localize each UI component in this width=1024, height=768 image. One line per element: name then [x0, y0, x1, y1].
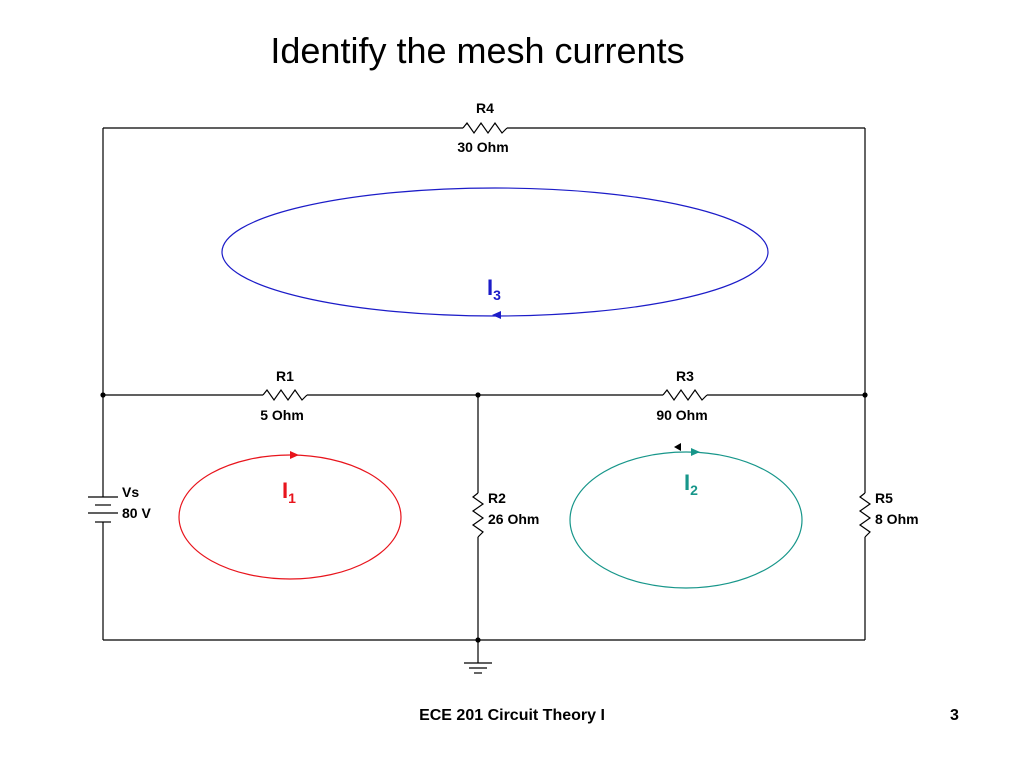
mesh-loop-i2 — [569, 451, 803, 589]
r2-resistor-symbol — [471, 492, 485, 538]
ground-icon — [464, 662, 492, 674]
r2-value-label: 26 Ohm — [488, 511, 539, 527]
page-number: 3 — [950, 707, 959, 724]
r4-resistor-symbol — [462, 121, 508, 135]
vs-name-label: Vs — [122, 484, 139, 500]
vs-value-label: 80 V — [122, 505, 151, 521]
i1-direction-arrow — [290, 451, 299, 459]
i3-subscript: 3 — [493, 287, 501, 303]
r3-value-label: 90 Ohm — [656, 407, 707, 423]
r4-name-label: R4 — [476, 100, 494, 116]
footer-course-title: ECE 201 Circuit Theory I — [419, 707, 605, 724]
i2-subscript: 2 — [690, 482, 698, 498]
r5-value-label: 8 Ohm — [875, 511, 919, 527]
i1-label: I1 — [282, 478, 296, 506]
r3-name-label: R3 — [676, 368, 694, 384]
r4-value-label: 30 Ohm — [457, 139, 508, 155]
slide-title: Identify the mesh currents — [270, 30, 685, 71]
r1-name-label: R1 — [276, 368, 294, 384]
junction-dots — [100, 392, 868, 643]
r1-resistor-symbol — [262, 388, 308, 402]
mesh-loop-i1 — [178, 454, 402, 580]
i1-subscript: 1 — [288, 490, 296, 506]
i3-direction-arrow — [492, 311, 501, 319]
i2-direction-arrow — [691, 448, 700, 456]
r2-name-label: R2 — [488, 490, 506, 506]
r1-value-label: 5 Ohm — [260, 407, 304, 423]
r5-resistor-symbol — [858, 492, 872, 538]
i2-secondary-arrow-icon — [674, 443, 681, 451]
i3-label: I3 — [487, 275, 501, 303]
circuit-wires — [102, 127, 866, 663]
i2-label: I2 — [684, 470, 698, 498]
r5-name-label: R5 — [875, 490, 893, 506]
vs-battery-symbol — [88, 496, 118, 523]
r3-resistor-symbol — [662, 388, 708, 402]
